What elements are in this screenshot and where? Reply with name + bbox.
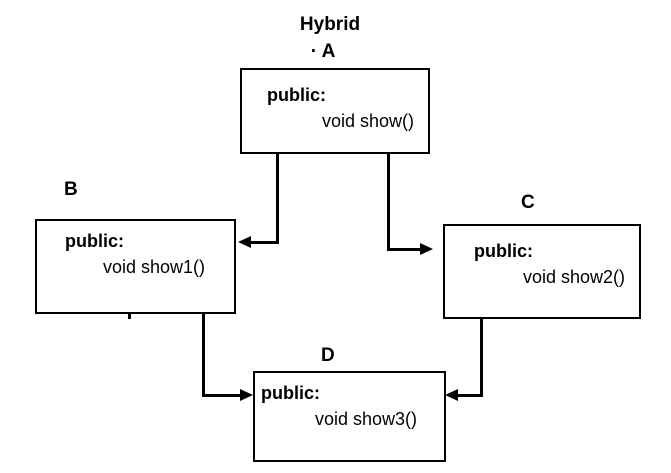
diagram-title: Hybrid: [299, 14, 361, 35]
class-b-box: public: void show1(): [35, 219, 236, 314]
class-d-method: void show3(): [315, 409, 418, 429]
tick-mark-below-b: [128, 313, 131, 319]
class-d-label: D: [321, 345, 335, 366]
class-a-access-specifier: public:: [267, 85, 326, 105]
class-d-box: public: void show3(): [253, 371, 446, 462]
arrowhead-c-to-d-icon: [445, 389, 458, 401]
class-a-method: void show(): [322, 111, 415, 131]
connector-b-to-d-vertical: [202, 313, 205, 397]
class-b-method: void show1(): [103, 257, 206, 277]
class-b-label: B: [64, 179, 78, 200]
class-c-box: public: void show2(): [443, 224, 641, 319]
class-d-access-specifier: public:: [261, 383, 320, 403]
class-a-box: public: void show(): [240, 68, 430, 154]
connector-a-to-c-vertical: [387, 154, 390, 251]
connector-c-to-d-vertical: [480, 318, 483, 397]
class-b-access-specifier: public:: [65, 231, 124, 251]
connector-a-to-b-horizontal: [249, 241, 279, 244]
class-a-label: · A: [310, 41, 336, 62]
connector-a-to-c-horizontal: [387, 248, 422, 251]
connector-a-to-b-vertical: [276, 154, 279, 243]
arrowhead-a-to-c-icon: [420, 243, 433, 255]
connector-b-to-d-horizontal: [202, 394, 242, 397]
arrowhead-b-to-d-icon: [240, 389, 253, 401]
class-c-label: C: [521, 192, 535, 213]
class-c-access-specifier: public:: [474, 241, 533, 261]
class-c-method: void show2(): [523, 267, 626, 287]
connector-c-to-d-horizontal: [457, 394, 483, 397]
arrowhead-a-to-b-icon: [238, 236, 251, 248]
